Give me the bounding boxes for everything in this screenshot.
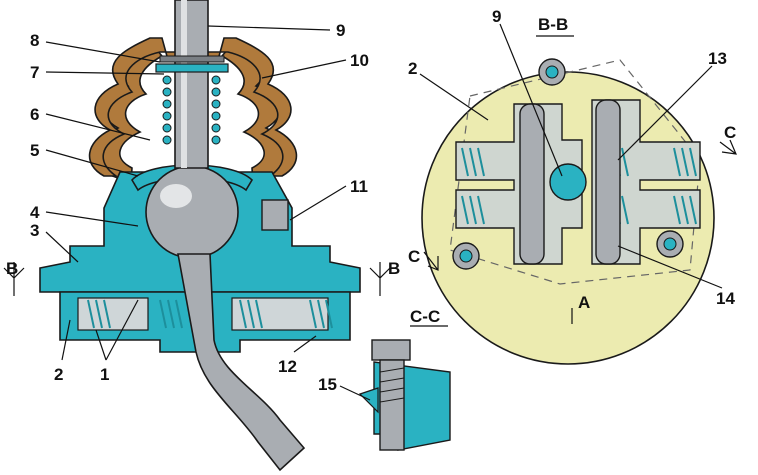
lever-lower-arm <box>177 253 306 472</box>
callout-9-right: 9 <box>492 7 501 26</box>
lever-cross-section <box>549 163 587 201</box>
rod-left <box>519 103 545 265</box>
callout-10: 10 <box>350 51 369 70</box>
retainer-ring <box>159 55 225 63</box>
shaft-shine <box>181 0 187 168</box>
section-b-right-marker: B <box>388 259 400 278</box>
callout-5: 5 <box>30 141 39 160</box>
callout-1: 1 <box>100 365 109 384</box>
sectional-view: B B 8 7 6 5 4 3 2 1 9 10 11 12 <box>3 0 400 472</box>
callout-13: 13 <box>708 49 727 68</box>
section-c-right-marker: C <box>724 123 736 142</box>
ball-joint <box>145 165 239 259</box>
callout-11: 11 <box>350 177 368 196</box>
callout-8: 8 <box>30 31 39 50</box>
callout-14: 14 <box>716 289 735 308</box>
plate-hidden-edge <box>449 59 701 285</box>
callout-2-right: 2 <box>408 59 417 78</box>
marker-a: A <box>578 293 590 312</box>
callout-4: 4 <box>30 203 40 222</box>
shaft-spring <box>162 75 221 145</box>
section-cc-detail: C-C 15 <box>318 307 451 451</box>
mounting-bolt-top <box>538 58 566 86</box>
cc-bolt-head <box>371 339 411 361</box>
callout-7: 7 <box>30 63 39 82</box>
boot-outer <box>88 37 298 177</box>
callout-15: 15 <box>318 375 337 394</box>
gear-lever-shaft <box>174 0 209 169</box>
callout-3: 3 <box>30 221 39 240</box>
spring-washer <box>155 63 229 73</box>
section-cc-title: C-C <box>410 307 440 326</box>
section-c-left-marker: C <box>408 247 420 266</box>
springs-lower <box>87 299 333 329</box>
mounting-bolt-right <box>656 230 684 258</box>
cross-slot-left <box>455 103 583 265</box>
section-bb-view: B-B <box>408 7 737 365</box>
callout-6: 6 <box>30 105 39 124</box>
ball-highlight <box>160 184 192 208</box>
section-b-left-marker: B <box>6 259 18 278</box>
section-bb-title: B-B <box>538 15 568 34</box>
side-plug <box>261 199 289 231</box>
mounting-bolt-left <box>452 242 480 270</box>
callout-9-left: 9 <box>336 21 345 40</box>
callout-12: 12 <box>278 357 297 376</box>
cc-bolt-shank <box>379 359 405 451</box>
cc-bolt-thread <box>379 367 405 403</box>
rod-right <box>595 99 621 265</box>
callout-2-left: 2 <box>54 365 63 384</box>
